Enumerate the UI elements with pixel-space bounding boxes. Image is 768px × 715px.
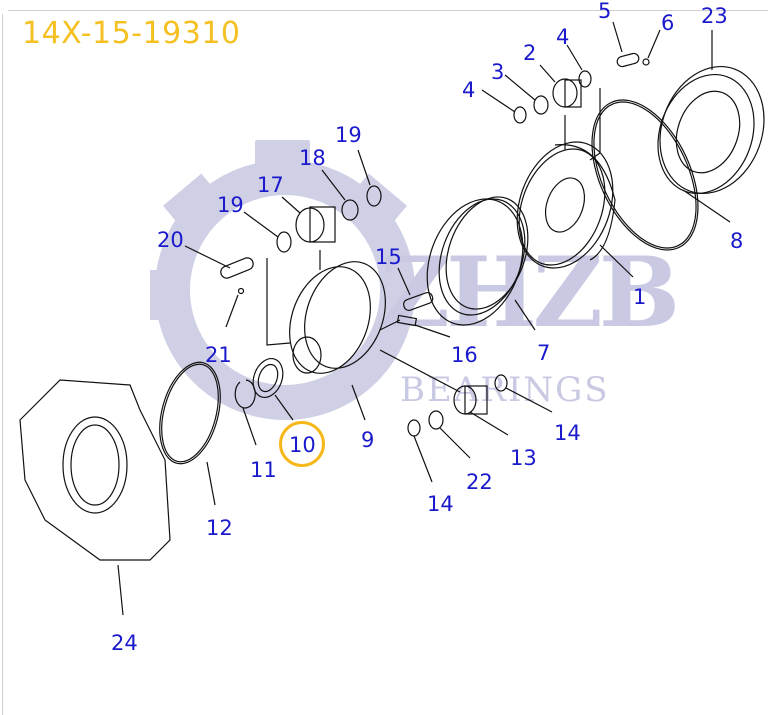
callout-22: 22: [466, 470, 493, 494]
callout-20: 20: [157, 228, 184, 252]
callout-6: 6: [661, 11, 675, 35]
o-ring-part-8-icon: [591, 99, 731, 251]
callout-19: 19: [335, 123, 362, 147]
planet-gear-part-2-icon: [481, 44, 592, 124]
bearing-part-10-icon: [252, 358, 294, 421]
snap-ring-part-11-icon: [234, 379, 257, 446]
callout-18: 18: [299, 146, 326, 170]
callout-4: 4: [462, 78, 476, 102]
callout-17: 17: [257, 173, 284, 197]
planet-gear-part-13-icon: [379, 349, 553, 483]
part-number-title: 14X-15-19310: [22, 16, 241, 51]
callout-19: 19: [217, 193, 244, 217]
callout-15: 15: [375, 245, 402, 269]
callout-10: 10: [289, 433, 316, 457]
callout-9: 9: [361, 428, 375, 452]
o-ring-part-12-icon: [159, 361, 221, 506]
pin-part-15-icon: [379, 267, 451, 338]
carrier-part-1-icon: [516, 88, 634, 278]
callout-8: 8: [730, 229, 744, 253]
callout-23: 23: [701, 4, 728, 28]
callout-16: 16: [451, 343, 478, 367]
pin-part-20-icon: [184, 245, 291, 346]
callout-11: 11: [250, 458, 277, 482]
callout-24: 24: [111, 631, 138, 655]
callout-4: 4: [556, 25, 570, 49]
frame-border-top: [8, 10, 768, 11]
callout-3: 3: [491, 60, 505, 84]
carrier-part-9-icon: [289, 250, 386, 421]
cover-part-23-icon: [657, 30, 765, 195]
callout-12: 12: [206, 516, 233, 540]
planet-gear-part-17-icon: [243, 149, 382, 253]
callout-2: 2: [523, 41, 537, 65]
highlight-ring-part-10: [279, 421, 325, 467]
frame-border-left: [2, 14, 3, 715]
callout-5: 5: [598, 0, 612, 23]
ring-gear-part-7-icon: [426, 196, 536, 331]
callout-14: 14: [554, 421, 581, 445]
callout-13: 13: [510, 446, 537, 470]
callout-14: 14: [427, 492, 454, 516]
housing-part-24-icon: [19, 379, 171, 616]
callout-1: 1: [633, 285, 647, 309]
callout-21: 21: [205, 343, 232, 367]
callout-7: 7: [537, 341, 551, 365]
pin-part-5-icon: [612, 21, 661, 68]
